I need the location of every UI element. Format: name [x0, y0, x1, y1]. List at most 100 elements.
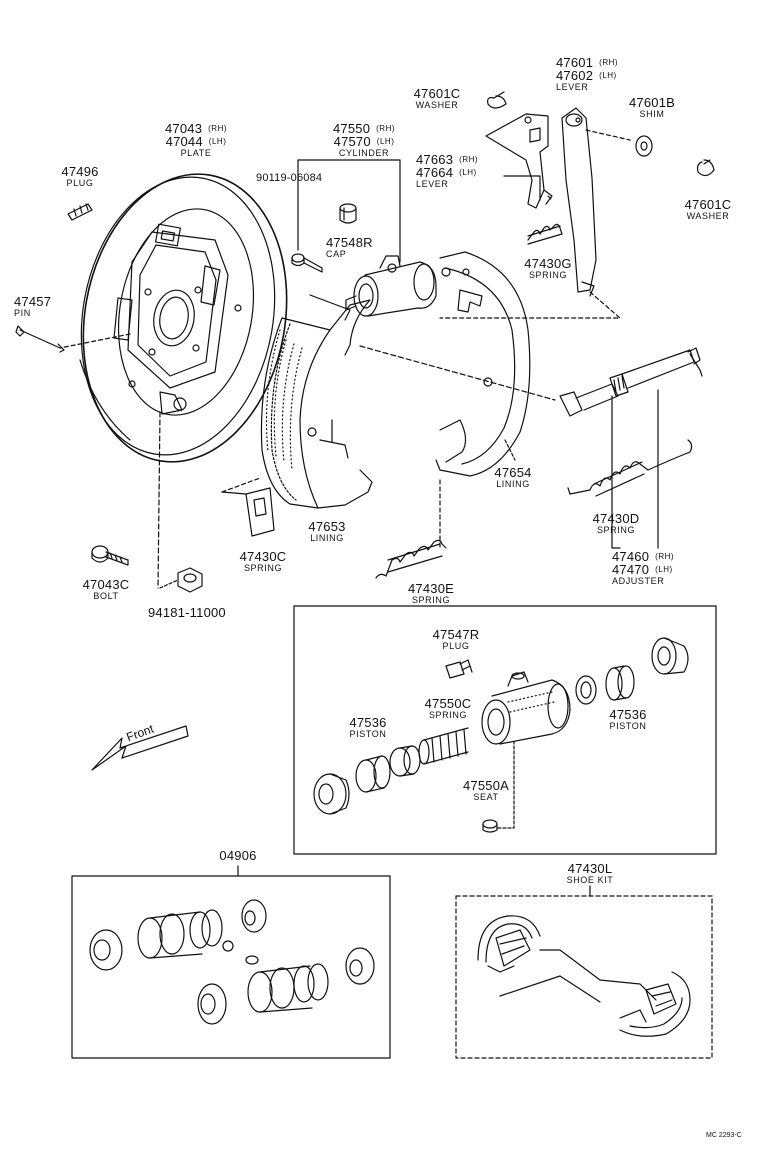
part-number-47663: 47663: [416, 152, 454, 167]
part-name-lever: LEVER: [416, 179, 449, 189]
part-name-adjuster: ADJUSTER: [612, 576, 665, 586]
variant-lh: (LH): [376, 137, 395, 146]
label-shim: 47601B SHIM: [622, 96, 682, 119]
brake-shoe-left-icon: [260, 294, 373, 509]
lever-47663-icon: [485, 113, 553, 209]
label-shoe-kit: 47430L SHOE KIT: [552, 862, 628, 885]
label-spring-d: 47430D SPRING: [584, 512, 648, 535]
bracket-adjuster: [611, 389, 659, 549]
label-cap: 47548R CAP: [326, 236, 373, 259]
part-number-94181-11000: 94181-11000: [148, 605, 226, 620]
part-name-bolt: BOLT: [93, 591, 119, 601]
part-number-47536: 47536: [609, 707, 647, 722]
shoe-kit-box: [455, 895, 713, 1059]
front-arrow-icon: [91, 725, 189, 771]
leader-lever: [439, 195, 621, 319]
part-number-90119-06084: 90119-06084: [256, 172, 323, 184]
label-nut: 94181-11000: [148, 606, 226, 619]
part-number-47550: 47550: [332, 121, 371, 136]
bolt-47043c-icon: [91, 545, 129, 566]
part-number-47043: 47043: [164, 121, 203, 136]
shim-47601b-icon: [635, 135, 653, 157]
pin-47457-icon: [15, 325, 65, 353]
variant-rh: (RH): [376, 124, 396, 133]
part-name-spring: SPRING: [411, 595, 451, 605]
boot-far-right-icon: [651, 637, 689, 675]
part-number-47536: 47536: [349, 715, 387, 730]
leader-shim: [585, 129, 631, 141]
part-number-47601c: 47601C: [684, 197, 732, 212]
variant-rh: (RH): [655, 552, 675, 561]
label-piston-left: 47536 PISTON: [340, 716, 396, 739]
bracket-cylinder: [297, 159, 401, 263]
label-kit-04906: 04906: [208, 849, 268, 862]
spring-47550c-icon: [418, 727, 469, 765]
cap-47548r-icon: [339, 203, 357, 224]
part-number-47430d: 47430D: [592, 511, 640, 526]
part-number-47601: 47601: [556, 55, 594, 70]
part-number-47430c: 47430C: [239, 549, 287, 564]
part-name-pin: PIN: [14, 308, 31, 318]
brake-shoe-right-icon: [435, 251, 531, 477]
shoe-kit-contents-icon: [477, 915, 691, 1037]
variant-lh: (LH): [208, 137, 227, 146]
label-washer-top: 47601C WASHER: [406, 87, 468, 110]
washer-47601c-right-icon: [696, 159, 715, 177]
label-plug-47496: 47496 PLUG: [56, 165, 104, 188]
spring-47430d-icon: [567, 439, 693, 497]
label-lining-653: 47653 LINING: [302, 520, 352, 543]
plug-47547r-icon: [445, 659, 473, 679]
part-name-lever: LEVER: [556, 82, 589, 92]
part-name-plug: PLUG: [66, 178, 94, 188]
part-name-piston: PISTON: [609, 721, 647, 731]
washer-47601c-top-icon: [487, 91, 507, 109]
part-number-47460: 47460: [612, 549, 650, 564]
boot-right-icon: [575, 675, 597, 705]
part-number-47430l: 47430L: [567, 861, 613, 876]
part-name-lining: LINING: [310, 533, 344, 543]
part-number-47548r: 47548R: [326, 235, 373, 250]
part-name-seat: SEAT: [473, 792, 499, 802]
adjuster-icon: [359, 345, 703, 417]
label-spring-550c: 47550C SPRING: [412, 697, 484, 720]
part-name-plate: PLATE: [180, 148, 212, 158]
label-lever-main: 47601 (RH) 47602 (LH) LEVER: [556, 56, 618, 92]
part-number-47570: 47570: [333, 134, 371, 149]
kit-04906-box: [71, 875, 391, 1059]
wheel-cylinder-icon: [345, 255, 437, 317]
part-name-piston: PISTON: [349, 729, 387, 739]
part-name-spring: SPRING: [428, 710, 468, 720]
leader-bolt: [157, 411, 161, 589]
drawing-reference: MC 2293-C: [706, 1132, 742, 1139]
label-piston-right: 47536 PISTON: [600, 708, 656, 731]
part-name-cap: CAP: [326, 249, 347, 259]
part-name-shim: SHIM: [639, 109, 665, 119]
part-name-cylinder: CYLINDER: [338, 148, 390, 158]
variant-rh: (RH): [208, 124, 228, 133]
variant-rh: (RH): [599, 58, 619, 67]
cylinder-detail-box: [293, 605, 717, 855]
cup-left-icon: [389, 745, 421, 777]
part-name-shoe-kit: SHOE KIT: [566, 875, 614, 885]
variant-lh: (LH): [459, 168, 477, 177]
part-name-plug: PLUG: [442, 641, 470, 651]
label-spring-e: 47430E SPRING: [400, 582, 462, 605]
label-spring-g: 47430G SPRING: [516, 257, 580, 280]
plug-47496-icon: [67, 203, 93, 221]
bracket-lever-sub: [503, 175, 541, 201]
part-number-47430g: 47430G: [524, 256, 572, 271]
label-spring-c: 47430C SPRING: [232, 550, 294, 573]
part-number-47550a: 47550A: [462, 778, 510, 793]
leader-seat: [497, 741, 515, 829]
label-plug-47547r: 47547R PLUG: [424, 628, 488, 651]
spring-47430g-icon: [527, 223, 563, 245]
part-number-04906: 04906: [219, 848, 257, 863]
label-lining-654: 47654 LINING: [488, 466, 538, 489]
spring-47430e-icon: [375, 479, 447, 579]
part-name-spring: SPRING: [528, 270, 568, 280]
part-number-47602: 47602: [556, 68, 594, 83]
label-plate: 47043(RH) 47044(LH) PLATE: [146, 122, 246, 158]
variant-lh: (LH): [599, 71, 617, 80]
cylinder-body-icon: [481, 671, 571, 745]
piston-left-icon: [355, 755, 391, 793]
